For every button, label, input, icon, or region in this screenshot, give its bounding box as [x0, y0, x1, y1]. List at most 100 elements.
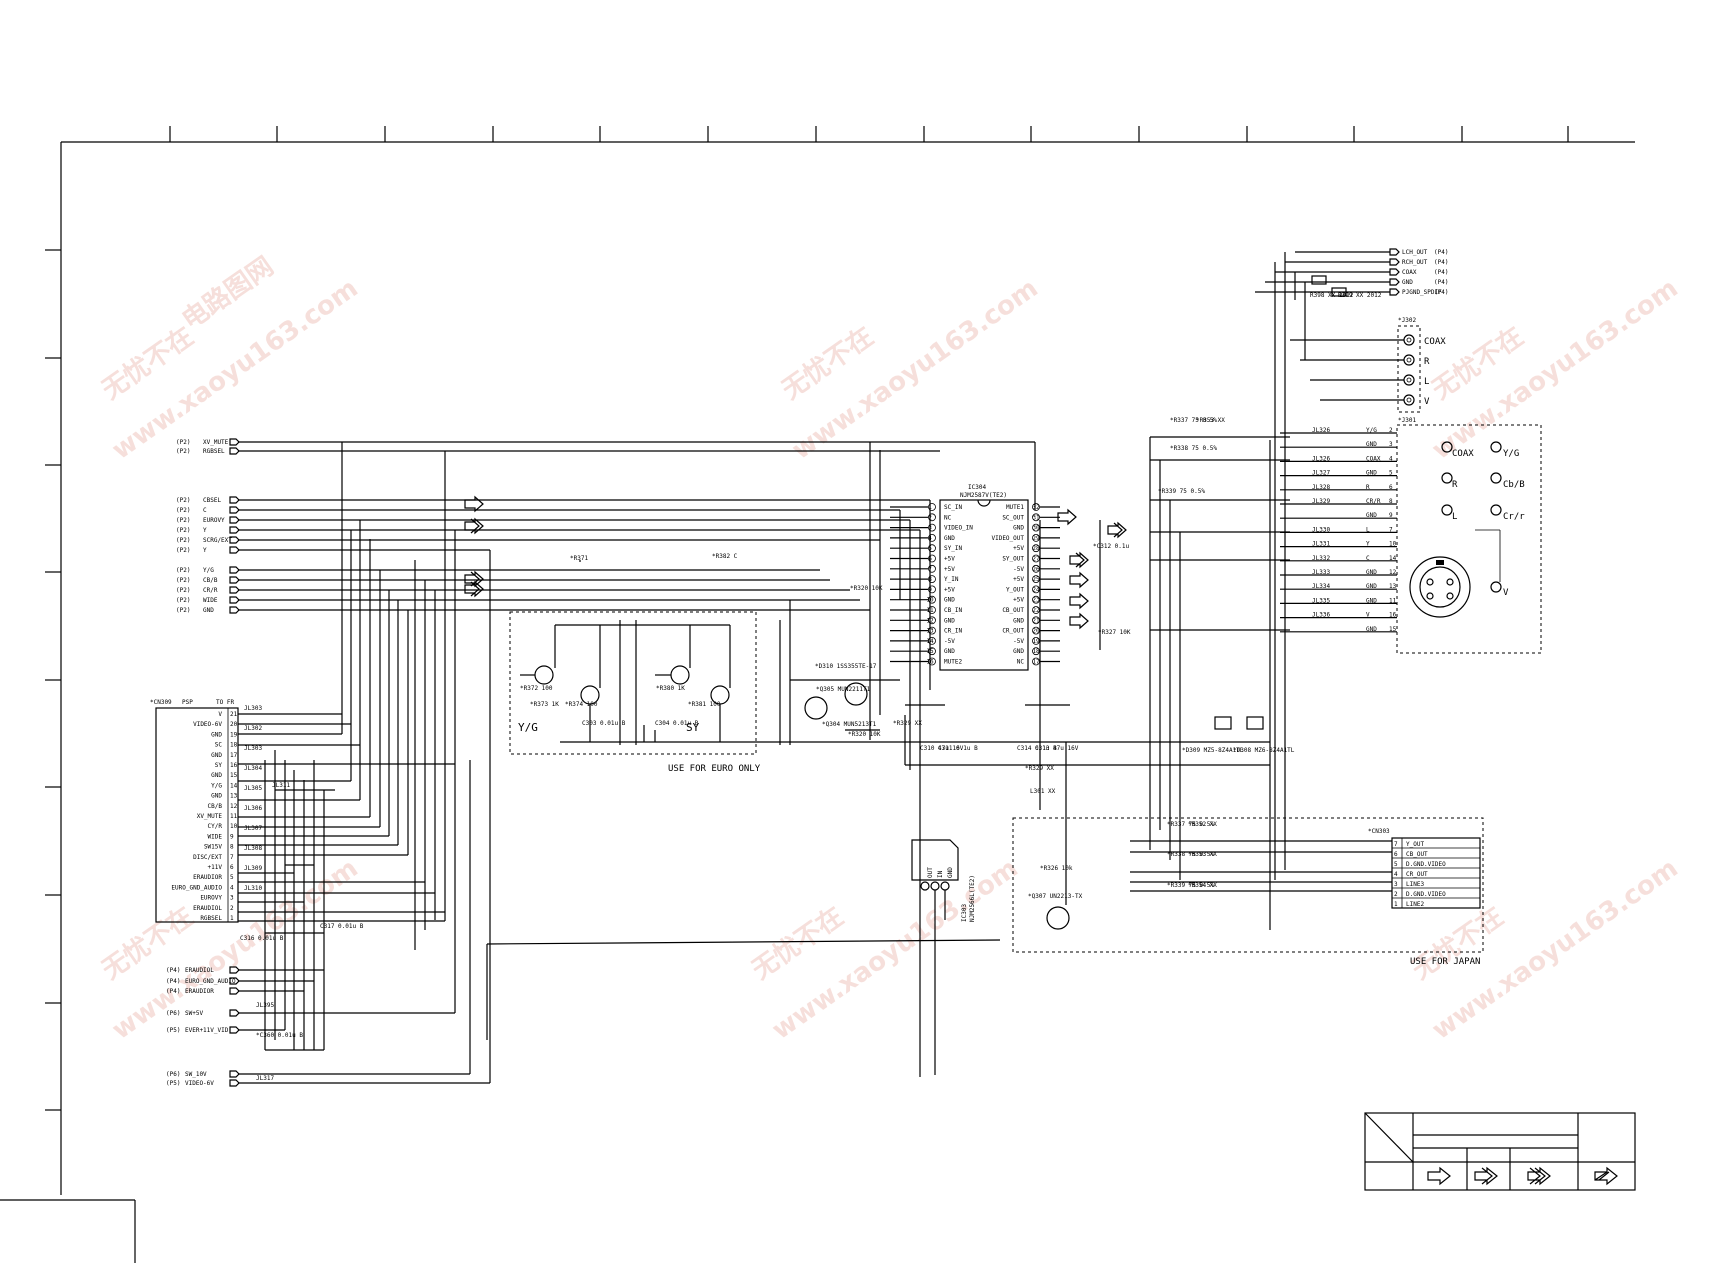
- cn309-pin-name: XV_MUTE: [197, 813, 223, 820]
- svg-text:*R337 75 0.5%: *R337 75 0.5%: [1167, 821, 1214, 828]
- port-arrow-icon: [229, 438, 240, 446]
- cn309-pin-number: 8: [230, 844, 234, 851]
- ic304-pin: [928, 637, 936, 645]
- cn309-pin-number: 5: [230, 874, 234, 881]
- svg-text:C314 0.1u B: C314 0.1u B: [1017, 745, 1057, 752]
- ic304-pin-number: 17: [1032, 659, 1040, 666]
- output-port-page: (P4): [1434, 289, 1448, 296]
- cn303-pin-number: 7: [1394, 841, 1398, 848]
- ic304-pin-number: 26: [1032, 566, 1040, 573]
- ic304-pin-name: GND: [944, 648, 955, 655]
- svg-text:C310 47u 16V: C310 47u 16V: [920, 745, 964, 752]
- cn309-pin-name: DISC/EXT: [193, 854, 222, 861]
- svg-text:COAX: COAX: [1452, 449, 1474, 459]
- jumper-label: JL308: [244, 845, 262, 852]
- jumper-label: JL307: [244, 825, 262, 832]
- ic304-pin: [928, 595, 936, 604]
- svg-text:*R373 1K: *R373 1K: [530, 701, 559, 708]
- svg-text:*Q304 MUN5213T1: *Q304 MUN5213T1: [822, 721, 877, 728]
- svg-text:*R329 XX: *R329 XX: [1025, 765, 1054, 772]
- svg-text:*R329 XX: *R329 XX: [893, 720, 922, 727]
- cn309-pin-number: 9: [230, 833, 234, 840]
- svg-text:*R339 75 0.5%: *R339 75 0.5%: [1158, 488, 1205, 495]
- cn309-pin-number: 21: [230, 711, 238, 718]
- port-signal-name: Y/G: [203, 567, 214, 574]
- frame: [0, 126, 1635, 1263]
- cn309-pin-name: GND: [211, 731, 222, 738]
- ic304-pin: [928, 626, 936, 635]
- port-arrow-icon: [229, 576, 240, 584]
- output-port-name: PJGND_SPDIF: [1402, 289, 1442, 296]
- ic304-pin-name: VIDEO_IN: [944, 525, 973, 532]
- j301-row-name: GND: [1366, 569, 1377, 576]
- port-page-ref: (P2): [176, 537, 190, 544]
- ic304-pin-number: 20: [1032, 628, 1040, 635]
- cn309-pin-name: Y/G: [211, 782, 222, 789]
- j301-jumper: JL327: [1312, 470, 1330, 477]
- ic304-pin-name: CR_OUT: [1002, 628, 1024, 635]
- output-port-name: RCH_OUT: [1402, 259, 1428, 266]
- ic304-pin-name: VIDEO_OUT: [991, 535, 1024, 542]
- svg-text:JL317: JL317: [256, 1075, 274, 1082]
- cn309-pin-number: 16: [230, 762, 238, 769]
- cn309-pin-name: ERAUDIOR: [193, 874, 222, 881]
- port-arrow-icon: [229, 977, 240, 985]
- output-port-arrow-icon: [1389, 268, 1400, 276]
- j301-jumper: JL331: [1312, 541, 1330, 548]
- svg-text:L301 XX: L301 XX: [1030, 788, 1056, 795]
- cn303-pin-name: D.GND.VIDEO: [1406, 861, 1446, 868]
- svg-text:*R327 10K: *R327 10K: [1098, 629, 1131, 636]
- port-page-ref: (P2): [176, 567, 190, 574]
- legend-box: [1364, 1112, 1636, 1191]
- cn309-pin-name: V: [218, 711, 222, 718]
- svg-text:电路图网: 电路图网: [176, 251, 279, 336]
- cn309-pin-number: 18: [230, 742, 238, 749]
- svg-text:*R374 100: *R374 100: [565, 701, 598, 708]
- ic304-pin-name: CB_OUT: [1002, 607, 1024, 614]
- port-arrow-icon: [229, 1079, 240, 1087]
- svg-text:R399 XX 2012: R399 XX 2012: [1338, 292, 1382, 299]
- port-signal-name: EUROVY: [203, 517, 225, 524]
- cn309-pin-number: 6: [230, 864, 234, 871]
- j301-jumper: JL335: [1312, 597, 1330, 604]
- j301-row-name: GND: [1366, 597, 1377, 604]
- j302-jack-label: COAX: [1424, 337, 1446, 347]
- ic304-pin-name: SY_OUT: [1002, 556, 1024, 563]
- j301-row-name: Y: [1366, 541, 1370, 548]
- wiring-left: JL311 C316 0.01u B C317 0.01u B JL395 *C…: [238, 441, 1035, 1084]
- j301-row-number: 8: [1389, 498, 1393, 505]
- port-arrow-icon: [229, 966, 240, 974]
- ic304-pin-name: SC_OUT: [1002, 514, 1024, 521]
- cn309-pin-number: 19: [230, 731, 238, 738]
- svg-text:*R320 10K: *R320 10K: [848, 731, 881, 738]
- wiring-center: C310 47u 16V C311 0.1u B C314 0.1u B C31…: [760, 440, 1271, 1077]
- ic304-pin-number: 24: [1032, 586, 1040, 593]
- port-page-ref: (P2): [176, 517, 190, 524]
- svg-text:R398 XX 2012: R398 XX 2012: [1310, 292, 1354, 299]
- ic304-pin-name: +5V: [1013, 545, 1024, 552]
- port-signal-name: CR/R: [203, 587, 218, 594]
- port-signal-name: CB/B: [203, 577, 218, 584]
- cn309-pin-number: 2: [230, 905, 234, 912]
- output-port-arrow-icon: [1389, 288, 1400, 296]
- svg-text:Y/G: Y/G: [1503, 449, 1519, 459]
- rca-jack-icon: [1403, 334, 1415, 346]
- ic304-pin: [928, 523, 936, 532]
- port-arrow-icon: [229, 447, 240, 455]
- ic304-pin-name: +5V: [944, 556, 955, 563]
- port-signal-name: C: [203, 507, 207, 514]
- ic304-pin: [1032, 503, 1040, 511]
- ic303: OUT IN GND IC303 NJM2566L(TE2): [911, 839, 976, 1075]
- port-signal-name: ERAUDIOR: [185, 988, 214, 995]
- j301-row-number: 11: [1389, 597, 1397, 604]
- j301-jumper: JL330: [1312, 526, 1330, 533]
- j301-row-number: 3: [1389, 441, 1393, 448]
- j301-row-number: 5: [1389, 470, 1393, 477]
- cn309-pin-name: SY: [215, 762, 223, 769]
- cn309-pin-name: ERAUDIOL: [193, 905, 222, 912]
- cn309-pin-number: 7: [230, 854, 234, 861]
- j301-row-name: L: [1366, 526, 1370, 533]
- port-arrow-icon: [229, 586, 240, 594]
